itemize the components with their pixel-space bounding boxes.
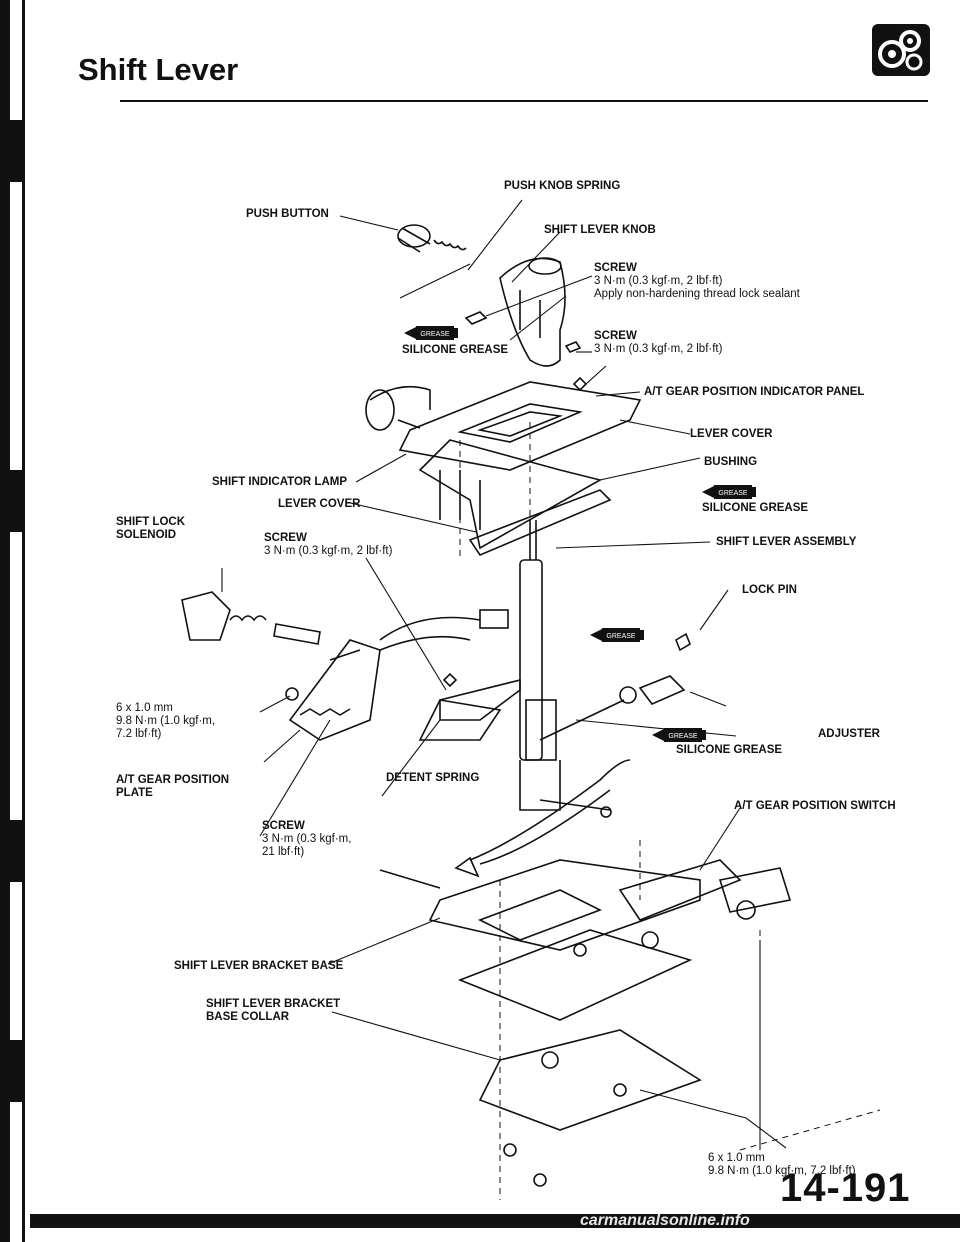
page-title: Shift Lever [78, 52, 239, 87]
label-bolt: 6 x 1.0 mm 9.8 N·m (1.0 kgf·m, 7.2 lbf·f… [116, 702, 215, 741]
screw-title: SCREW [594, 262, 637, 274]
label-screw-panel: SCREW 3 N·m (0.3 kgf·m, 2 lbf·ft) [594, 330, 722, 356]
binder-line [22, 0, 25, 1242]
lever-cover-part [418, 439, 612, 556]
label-screw-plate: SCREW 3 N·m (0.3 kgf·m, 21 lbf·ft) [262, 820, 351, 859]
svg-text:GREASE: GREASE [718, 490, 748, 497]
wiring-harness [379, 609, 792, 913]
binder-tab [10, 470, 22, 532]
label-position-switch: A/T GEAR POSITION SWITCH [734, 800, 896, 812]
bolt-torque: 9.8 N·m (1.0 kgf·m, [116, 715, 216, 727]
label-push-button: PUSH BUTTON [246, 208, 329, 220]
grease-icon: GREASE [650, 725, 708, 745]
screw-torque: 3 N·m (0.3 kgf·m, 2 lbf·ft) [594, 275, 723, 287]
screw-title: SCREW [594, 330, 637, 342]
title-rule [120, 100, 928, 102]
label-line: SHIFT LOCK [116, 516, 185, 528]
label-lock-pin: LOCK PIN [742, 584, 797, 596]
label-screw-knob: SCREW 3 N·m (0.3 kgf·m, 2 lbf·ft) Apply … [594, 262, 800, 301]
label-adjuster: ADJUSTER [818, 728, 880, 740]
push-button-part [397, 224, 467, 253]
transmission-gear-icon [872, 24, 930, 76]
label-line: PLATE [116, 787, 153, 799]
label-lever-cover: LEVER COVER [278, 498, 361, 510]
bolt-torque: 7.2 lbf·ft) [116, 728, 162, 740]
label-screw-solenoid: SCREW 3 N·m (0.3 kgf·m, 2 lbf·ft) [264, 532, 392, 558]
footer-band [30, 1214, 960, 1228]
screw-torque: 21 lbf·ft) [262, 846, 305, 858]
grease-icon: GREASE [588, 625, 646, 645]
label-indicator-panel: A/T GEAR POSITION INDICATOR PANEL [644, 386, 865, 398]
grease-icon: GREASE [402, 323, 460, 343]
svg-text:GREASE: GREASE [420, 331, 450, 338]
label-shift-lever-knob: SHIFT LEVER KNOB [544, 224, 656, 236]
label-line: SHIFT LEVER BRACKET [206, 998, 341, 1010]
label-silicone-grease: SILICONE GREASE [702, 502, 809, 514]
bolt-size: 6 x 1.0 mm [116, 702, 173, 714]
screw-note: Apply non-hardening thread lock sealant [594, 288, 800, 300]
label-shift-lever-assembly: SHIFT LEVER ASSEMBLY [716, 536, 857, 548]
grease-icon: GREASE [700, 482, 758, 502]
label-shift-lock-solenoid: SHIFT LOCK SOLENOID [116, 516, 185, 542]
label-line: A/T GEAR POSITION [116, 774, 230, 786]
screw-torque: 3 N·m (0.3 kgf·m, 2 lbf·ft) [264, 545, 393, 557]
detent-spring-part [418, 672, 502, 741]
label-bolt: 6 x 1.0 mm 9.8 N·m (1.0 kgf·m, 7.2 lbf·f… [708, 1152, 856, 1178]
screw-title: SCREW [264, 532, 307, 544]
screw-torque: 3 N·m (0.3 kgf·m, 2 lbf·ft) [594, 343, 723, 355]
label-line: BASE COLLAR [206, 1011, 290, 1023]
label-detent-spring: DETENT SPRING [386, 772, 480, 784]
bolt-torque: 9.8 N·m (1.0 kgf·m, 7.2 lbf·ft) [708, 1165, 856, 1177]
lock-pin-adjuster-part [539, 632, 691, 741]
bracket-collar-part [478, 1029, 702, 1187]
label-lever-cover: LEVER COVER [690, 428, 773, 440]
binder-tab [10, 120, 22, 182]
bracket-base-part [379, 859, 756, 1021]
label-silicone-grease: SILICONE GREASE [676, 744, 783, 756]
label-bracket-base: SHIFT LEVER BRACKET BASE [174, 960, 344, 972]
indicator-panel-part [365, 381, 642, 471]
label-bushing: BUSHING [704, 456, 758, 468]
screw-title: SCREW [262, 820, 305, 832]
label-shift-indicator-lamp: SHIFT INDICATOR LAMP [212, 476, 348, 488]
screw-torque: 3 N·m (0.3 kgf·m, [262, 833, 352, 845]
watermark: carmanualsonline.info [580, 1212, 750, 1229]
shift-lock-solenoid-part [181, 591, 321, 645]
label-line: SOLENOID [116, 529, 177, 541]
binder-edge [0, 0, 10, 1242]
binder-tab [10, 1040, 22, 1102]
bolt-size: 6 x 1.0 mm [708, 1152, 765, 1164]
label-silicone-grease: SILICONE GREASE [402, 344, 509, 356]
svg-text:GREASE: GREASE [606, 633, 636, 640]
position-plate-part [285, 639, 381, 741]
shift-knob-part [499, 257, 566, 367]
svg-text:GREASE: GREASE [668, 733, 698, 740]
label-push-knob-spring: PUSH KNOB SPRING [504, 180, 621, 192]
shift-lever-assembly-part [439, 520, 612, 818]
binder-tab [10, 820, 22, 882]
label-bracket-collar: SHIFT LEVER BRACKET BASE COLLAR [206, 998, 340, 1024]
label-position-plate: A/T GEAR POSITION PLATE [116, 774, 229, 800]
page-number: 14-191 [780, 1166, 911, 1210]
